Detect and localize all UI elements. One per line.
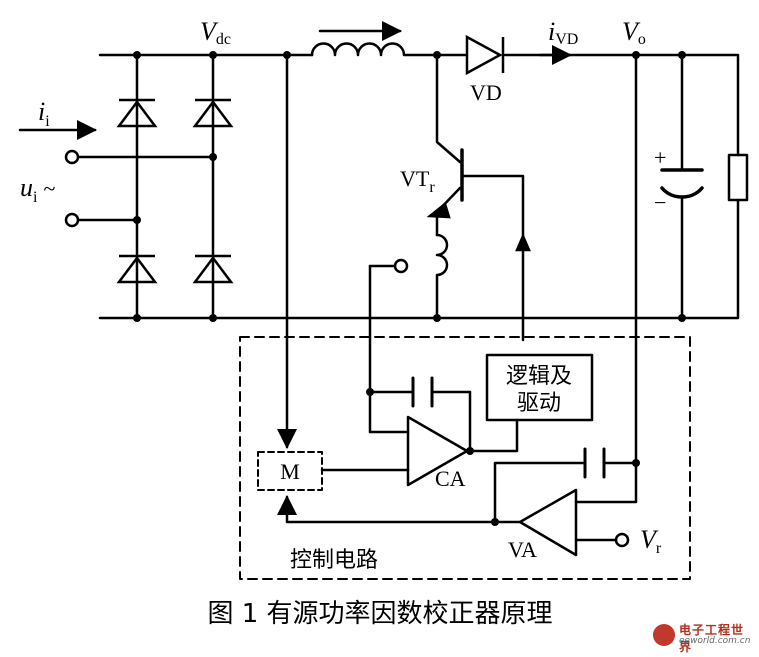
watermark: 电子工程世界 eeworld.com.cn — [653, 621, 751, 654]
label-logic-line2: 驱动 — [517, 391, 561, 416]
label-vdc: Vdc — [200, 17, 231, 48]
top-rail-to-diode — [403, 53, 740, 157]
label-multiplier: M — [280, 459, 300, 484]
bottom-rail — [98, 198, 740, 320]
label-vtr: VTr — [400, 166, 435, 196]
vo-sense-wire — [574, 53, 638, 504]
switch-collector-wire — [435, 53, 462, 164]
ca-amplifier — [406, 415, 469, 487]
ac-terminal-top — [64, 149, 80, 165]
sense-coil — [435, 233, 449, 320]
label-ui: ui~ — [20, 173, 55, 206]
control-frame — [239, 336, 691, 580]
current-sense-terminal — [393, 258, 409, 274]
vr-terminal — [614, 532, 630, 548]
output-cap-plate-bottom — [660, 186, 704, 199]
label-control-circuit: 控制电路 — [290, 548, 378, 573]
label-ca: CA — [435, 466, 466, 491]
ca-feedback-loop — [368, 264, 472, 453]
label-logic-line1: 逻辑及 — [506, 364, 572, 389]
va-feedback-loop — [493, 461, 638, 524]
label-ivd: iVD — [548, 17, 578, 48]
watermark-logo-icon — [653, 624, 675, 646]
figure-caption: 图 1 有源功率因数校正器原理 — [207, 599, 552, 629]
bridge-diode-top-right — [192, 99, 234, 128]
label-vo: Vo — [622, 17, 646, 48]
logic-to-gate-arrowhead — [515, 232, 531, 252]
watermark-url: eeworld.com.cn — [679, 636, 751, 646]
vtr-gate-lead — [460, 174, 525, 342]
logic-driver-box — [485, 353, 594, 422]
vtr-emitter-arrowhead — [426, 201, 451, 219]
ac-terminal-bottom — [64, 212, 80, 228]
load-resistor — [727, 153, 749, 202]
ca-feedback-cap-plates — [411, 376, 434, 408]
label-cap-plus: + — [654, 145, 666, 170]
watermark-title: 电子工程世界 — [679, 623, 745, 654]
label-va: VA — [508, 537, 537, 562]
ca-output-to-logic — [465, 418, 519, 453]
label-cap-minus: − — [654, 190, 666, 215]
junction-dots — [133, 51, 686, 526]
bridge-diode-bottom-left — [116, 255, 158, 284]
bridge-diode-bottom-right — [192, 255, 234, 284]
va-to-multiplier — [277, 495, 497, 524]
va-amplifier — [518, 488, 578, 557]
label-ii: ii — [38, 97, 50, 130]
bridge-diode-top-left — [116, 99, 158, 128]
va-feedback-cap-plates — [583, 447, 606, 479]
label-vr: Vr — [640, 525, 662, 557]
label-vd: VD — [470, 80, 502, 105]
boost-diode — [465, 34, 503, 76]
boost-inductor — [310, 42, 406, 57]
